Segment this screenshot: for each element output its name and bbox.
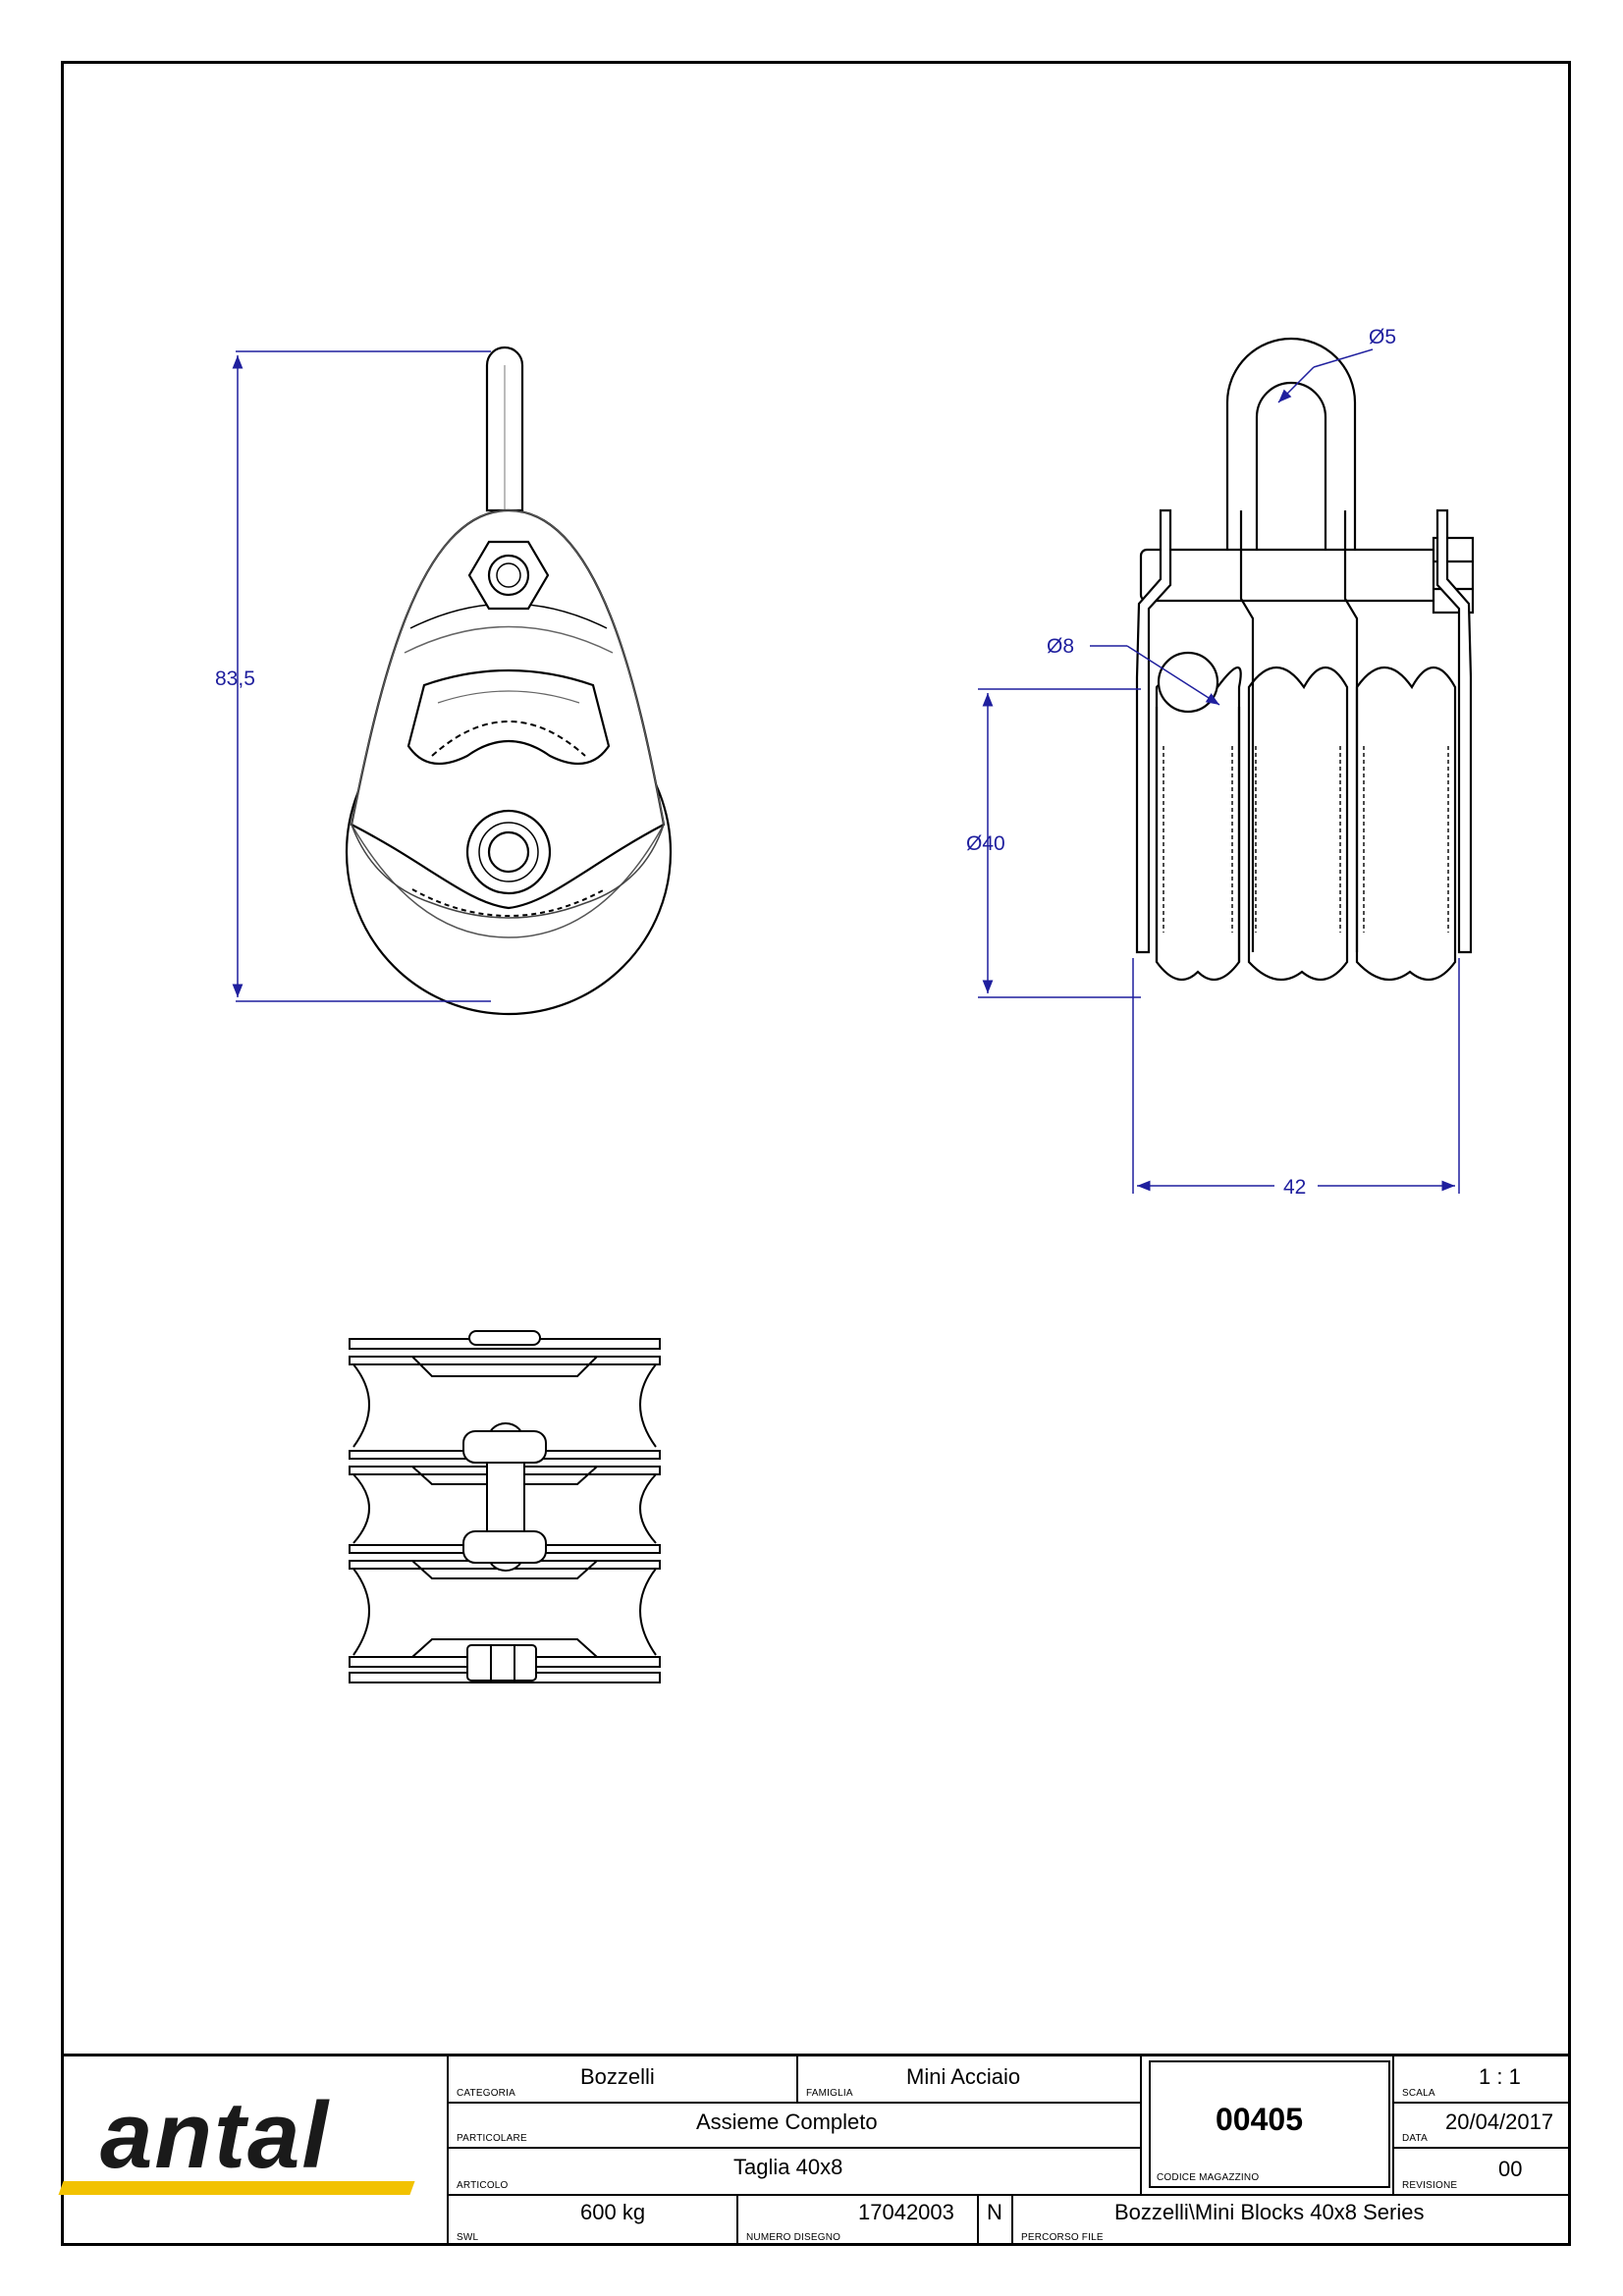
categoria-label: CATEGORIA [457, 2088, 515, 2099]
dimension-pin [1090, 645, 1220, 706]
side-view [1135, 337, 1475, 982]
particolare-label: PARTICOLARE [457, 2133, 527, 2144]
percorso-label: PERCORSO FILE [1021, 2232, 1104, 2243]
articolo-cell: ARTICOLO Taglia 40x8 [449, 2149, 1140, 2194]
data-cell: DATA 20/04/2017 [1394, 2104, 1571, 2147]
dimension-sheave-label: Ø40 [966, 832, 1005, 855]
numero-disegno-cell: NUMERO DISEGNO 17042003 [738, 2196, 977, 2246]
codice-label: CODICE MAGAZZINO [1157, 2172, 1260, 2183]
dimension-shackle-label: Ø5 [1369, 326, 1396, 348]
antal-logo: antal [100, 2083, 331, 2188]
particolare-cell: PARTICOLARE Assieme Completo [449, 2104, 1140, 2147]
swl-label: SWL [457, 2232, 479, 2243]
articolo-label: ARTICOLO [457, 2180, 509, 2191]
dimension-width-label: 42 [1283, 1176, 1306, 1199]
swl-value: 600 kg [580, 2200, 646, 2224]
percorso-cell: PERCORSO FILE Bozzelli\Mini Blocks 40x8 … [1013, 2196, 1571, 2246]
sheave-2 [1247, 666, 1349, 982]
dimension-height [232, 350, 491, 1002]
numero-disegno-value: 17042003 [858, 2200, 954, 2224]
dimension-shackle [1277, 348, 1374, 403]
scala-value: 1 : 1 [1479, 2064, 1521, 2089]
dimension-sheave [978, 688, 1141, 998]
dimension-width [1132, 958, 1460, 1194]
categoria-value: Bozzelli [580, 2064, 655, 2089]
data-label: DATA [1402, 2133, 1428, 2144]
sheave-1 [1155, 666, 1242, 982]
numero-disegno-label: NUMERO DISEGNO [746, 2232, 841, 2243]
scala-label: SCALA [1402, 2088, 1435, 2099]
swl-cell: SWL 600 kg [449, 2196, 736, 2246]
articolo-value: Taglia 40x8 [733, 2155, 843, 2179]
drawing-frame [61, 61, 1571, 2246]
percorso-value: Bozzelli\Mini Blocks 40x8 Series [1114, 2200, 1425, 2224]
scala-cell: SCALA 1 : 1 [1394, 2056, 1571, 2102]
famiglia-label: FAMIGLIA [806, 2088, 853, 2099]
top-view [349, 1330, 661, 1683]
title-block: antal CATEGORIA Bozzelli FAMIGLIA Mini A… [58, 2054, 1571, 2246]
logo-accent-bar [58, 2181, 415, 2195]
famiglia-value: Mini Acciaio [906, 2064, 1021, 2089]
dimension-height-label: 83,5 [215, 667, 255, 690]
numero-suffix-cell: N [979, 2196, 1011, 2246]
particolare-value: Assieme Completo [696, 2109, 878, 2134]
numero-suffix: N [987, 2200, 1002, 2224]
revisione-cell: REVISIONE 00 [1394, 2149, 1571, 2194]
codice-cell: 00405 CODICE MAGAZZINO [1149, 2060, 1390, 2188]
codice-value: 00405 [1216, 2102, 1303, 2137]
revisione-value: 00 [1498, 2157, 1523, 2181]
categoria-cell: CATEGORIA Bozzelli [449, 2056, 796, 2102]
dimension-pin-label: Ø8 [1047, 635, 1074, 658]
sheave-3 [1355, 666, 1457, 982]
logo-area: antal [58, 2056, 449, 2246]
front-view [345, 346, 673, 1016]
data-value: 20/04/2017 [1445, 2109, 1554, 2134]
famiglia-cell: FAMIGLIA Mini Acciaio [798, 2056, 1140, 2102]
revisione-label: REVISIONE [1402, 2180, 1458, 2191]
